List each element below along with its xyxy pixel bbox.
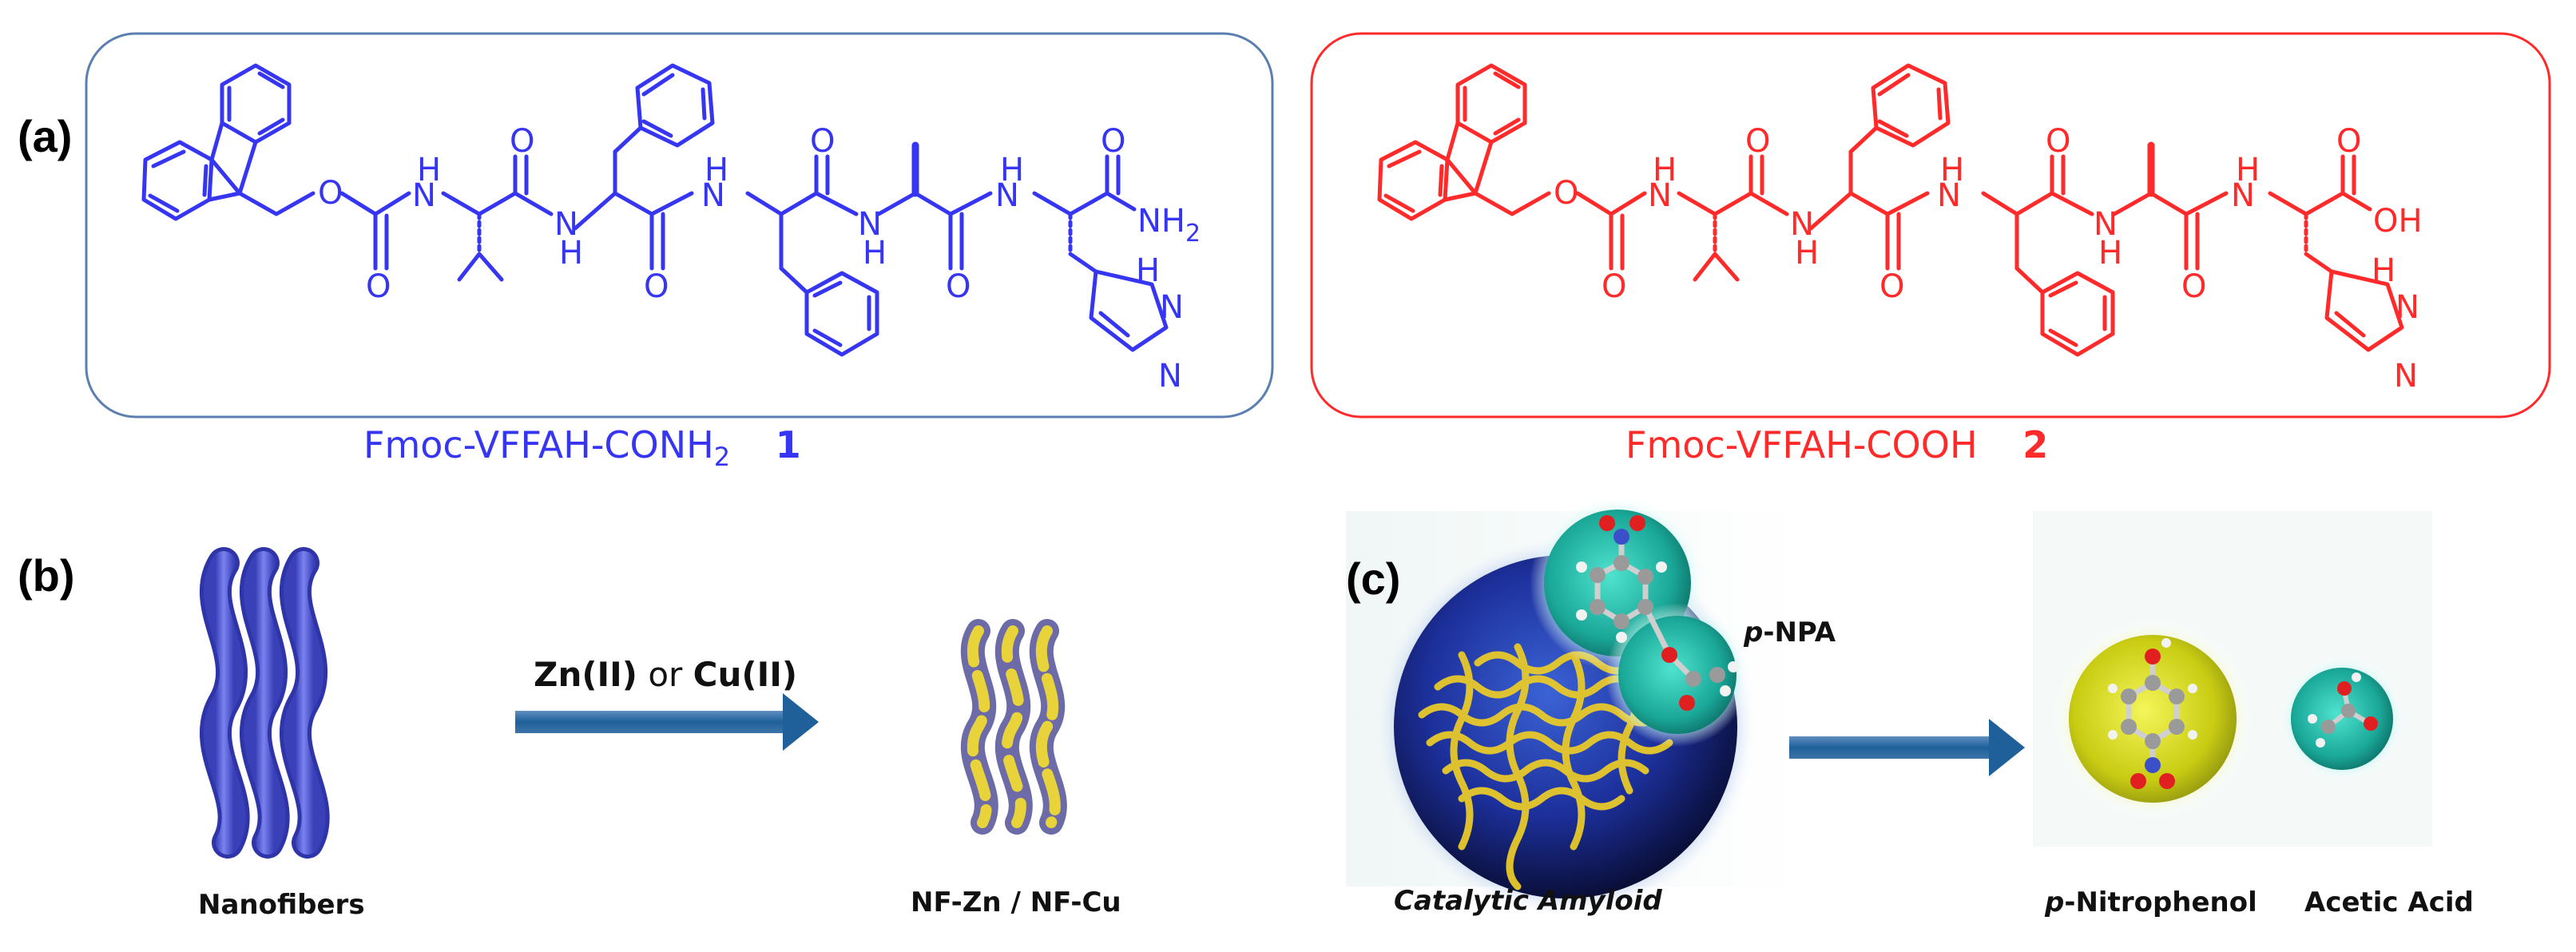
p-nitrophenol-molecule <box>2053 619 2253 819</box>
atom-h: H <box>1136 252 1160 289</box>
acetic-acid-molecule <box>2280 656 2404 781</box>
reaction-arrow-b <box>515 693 819 751</box>
atom-o: O <box>1602 268 1626 305</box>
atom-oh: OH <box>2373 203 2423 240</box>
atom-spheres <box>1576 515 1739 711</box>
atom-o: O <box>2181 268 2206 305</box>
atom-o: O <box>1101 123 1125 160</box>
atom-n: N <box>1790 206 1814 243</box>
atom-o: O <box>1745 123 1770 160</box>
atom-h: H <box>1940 152 1964 188</box>
panel-b-label: (b) <box>18 550 75 601</box>
nanofibers-caption: Nanofibers <box>198 889 365 921</box>
nanofiber-bundle <box>199 547 330 859</box>
panel-c <box>1346 495 2432 918</box>
atom-h: H <box>417 152 441 188</box>
atom-h: H <box>705 152 728 188</box>
atom-o: O <box>810 123 835 160</box>
atom-h: H <box>559 235 583 272</box>
compound-1-formula: Fmoc-VFFAH-CONH <box>363 423 714 466</box>
atom-o: O <box>1879 268 1904 305</box>
or-label: or <box>637 655 693 694</box>
atom-n: N <box>554 206 578 243</box>
atom-n: N <box>2231 177 2255 214</box>
structure-2: O O H N O N H O H N O N H O H N O OH H N <box>1377 63 2423 395</box>
atom-n: N <box>1937 177 1961 214</box>
atom-n: N <box>1648 177 1672 214</box>
compound-2-frame <box>1310 32 2551 418</box>
metal-nanofiber-bundle <box>960 619 1067 835</box>
atom-o: O <box>644 268 669 305</box>
catalytic-amyloid-caption: Catalytic Amyloid <box>1394 885 1662 917</box>
panel-b <box>199 547 1067 859</box>
atom-h: H <box>2372 252 2395 289</box>
acetic-acid-caption: Acetic Acid <box>2304 887 2474 918</box>
p-nitrophenol-caption: p-Nitrophenol <box>2045 887 2257 918</box>
atom-n: N <box>412 177 436 214</box>
atom-h: H <box>2098 235 2122 272</box>
atom-h: H <box>1653 152 1677 188</box>
atom-o: O <box>510 123 534 160</box>
zn-label: Zn(II) <box>534 655 637 694</box>
panel-a-label: (a) <box>18 111 73 161</box>
atom-n: N <box>701 177 725 214</box>
atom-o: O <box>2046 123 2070 160</box>
metal-nanofibers-caption: NF-Zn / NF-Cu <box>911 887 1121 918</box>
compound-2-formula: Fmoc-VFFAH-COOH <box>1625 423 1978 466</box>
p-npa-caption: p-NPA <box>1744 617 1836 649</box>
compound-1-formula-sub: 2 <box>713 442 731 473</box>
compound-1-number: 1 <box>775 423 801 466</box>
atom-o: O <box>946 268 970 305</box>
compound-1-frame <box>85 32 1274 418</box>
atom-h: H <box>863 235 887 272</box>
atom-n: N <box>2394 358 2418 395</box>
compound-1-name: Fmoc-VFFAH-CONH2 1 <box>363 423 801 472</box>
metal-ion-label: Zn(II) or Cu(II) <box>534 655 797 694</box>
atom-n: N <box>2094 206 2118 243</box>
p-nitrophenol-prefix: p <box>2045 887 2065 918</box>
cu-label: Cu(II) <box>693 655 798 694</box>
atom-n: N <box>2395 289 2419 326</box>
reaction-arrow-c <box>1789 719 2025 776</box>
atom-o: O <box>366 268 391 305</box>
atom-labels-1: O O H N O N H O H N O N H O H N O NH2 H … <box>318 123 1201 395</box>
atom-o: O <box>2336 123 2361 160</box>
panel-c-label: (c) <box>1346 553 1401 604</box>
atom-n: N <box>1158 358 1182 395</box>
atom-nh2: NH2 <box>1137 203 1201 248</box>
atom-h: H <box>2236 152 2260 188</box>
atom-n: N <box>858 206 882 243</box>
compound-2-name: Fmoc-VFFAH-COOH 2 <box>1625 423 2048 466</box>
p-nitrophenol-suffix: -Nitrophenol <box>2064 887 2257 918</box>
p-npa-suffix: -NPA <box>1763 617 1836 649</box>
atom-o: O <box>1554 175 1578 212</box>
compound-2-number: 2 <box>2022 423 2049 466</box>
atom-n: N <box>1160 289 1184 326</box>
structure-1 <box>141 63 1169 357</box>
atom-h: H <box>1000 152 1024 188</box>
panel-a: O O H N O N H O H N O N H O H N O NH2 H … <box>85 32 2551 418</box>
atom-o: O <box>318 175 343 212</box>
p-npa-prefix: p <box>1744 617 1764 649</box>
p-npa-molecule <box>1530 495 1749 747</box>
atom-h: H <box>1795 235 1819 272</box>
atom-n: N <box>995 177 1019 214</box>
